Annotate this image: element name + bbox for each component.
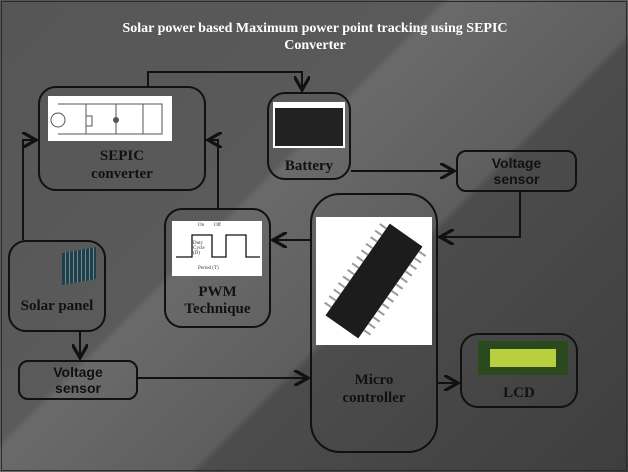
battery-label: Battery — [284, 158, 334, 174]
battery-block: Battery — [267, 92, 351, 180]
voltage-sensor-top-block: Voltage sensor — [456, 150, 577, 192]
sepic-label-2: converter — [91, 166, 153, 182]
diagram-title: Solar power based Maximum power point tr… — [60, 20, 570, 54]
voltage-sensor-bottom-label-2: sensor — [55, 380, 101, 396]
lcd-label: LCD — [503, 385, 535, 401]
voltage-sensor-bottom-label-1: Voltage — [53, 364, 103, 380]
pwm-waveform-image: On Off Duty Cycle (D) Period (T) — [172, 221, 262, 276]
lcd-image — [478, 341, 568, 375]
title-line2: Converter — [284, 38, 346, 53]
arrow-solar-to-sepic — [22, 140, 36, 240]
microcontroller-label-1: Micro — [354, 372, 394, 388]
pwm-label-2: Technique — [184, 301, 251, 317]
solar-panel-image — [62, 247, 96, 285]
pwm-period-label: Period (T) — [198, 266, 219, 271]
sepic-circuit-image — [48, 96, 172, 141]
pwm-off-label: Off — [214, 223, 221, 228]
voltage-sensor-bottom-block: Voltage sensor — [18, 360, 138, 400]
battery-image — [273, 102, 345, 148]
sepic-label-1: SEPIC — [99, 148, 145, 164]
solar-panel-block: Solar panel — [8, 240, 106, 332]
pwm-label-1: PWM — [198, 284, 237, 300]
arrow-pwm-to-sepic — [208, 140, 218, 208]
pwm-on-label: On — [198, 223, 205, 228]
lcd-block: LCD — [460, 333, 578, 408]
voltage-sensor-top-label-1: Voltage — [491, 155, 542, 171]
microcontroller-chip-image — [316, 217, 432, 345]
pwm-duty-label: Duty Cycle (D) — [193, 241, 205, 256]
microcontroller-block: Micro controller — [310, 193, 438, 453]
sepic-converter-block: SEPIC converter — [38, 86, 206, 191]
solar-panel-label: Solar panel — [20, 298, 94, 314]
arrow-sepic-to-battery — [147, 71, 302, 90]
title-line1: Solar power based Maximum power point tr… — [122, 21, 508, 36]
arrow-sensor-to-micro — [440, 192, 521, 237]
pwm-technique-block: On Off Duty Cycle (D) Period (T) PWM Tec… — [164, 208, 271, 328]
microcontroller-label-2: controller — [342, 390, 406, 406]
voltage-sensor-top-label-2: sensor — [493, 171, 540, 187]
